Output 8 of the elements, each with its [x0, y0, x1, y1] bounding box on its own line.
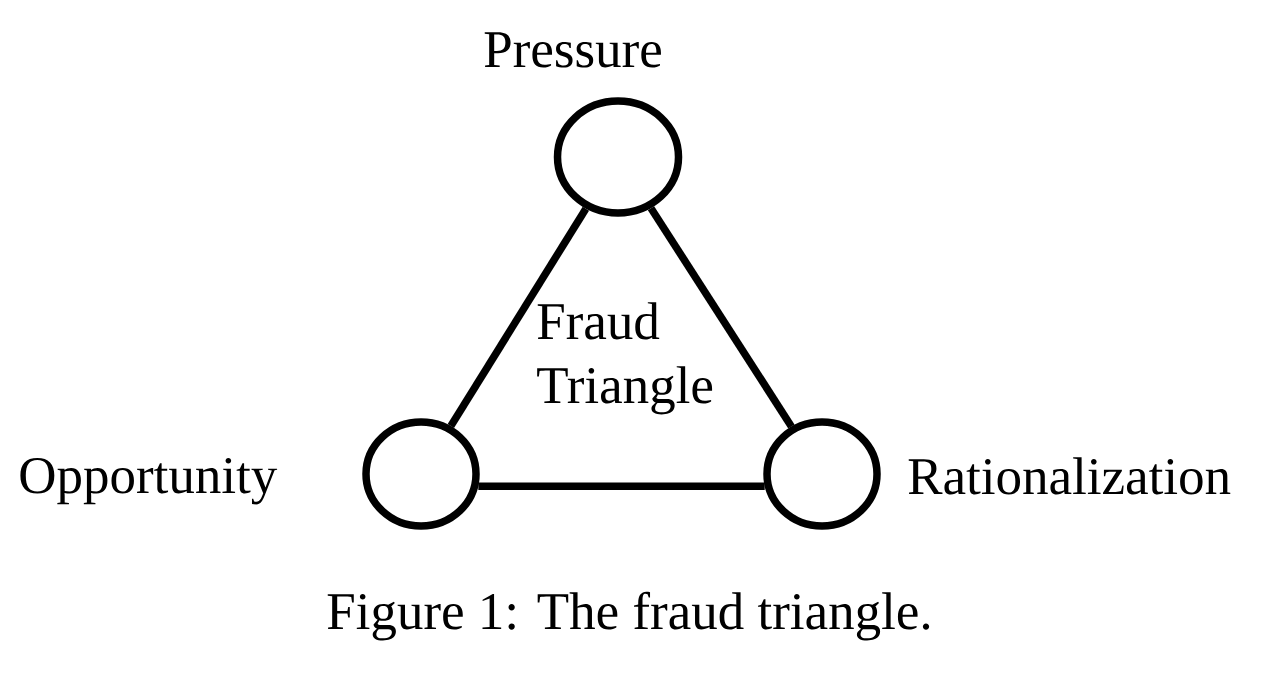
connector-line — [447, 206, 590, 428]
center-label: Fraud Triangle — [537, 302, 713, 415]
connector-line — [647, 206, 795, 429]
connector-line — [478, 482, 765, 490]
figure-caption: Figure 1: The fraud triangle. — [327, 591, 930, 641]
node-label: Pressure — [484, 32, 661, 68]
node-label: Opportunity — [20, 457, 278, 505]
node-label: Rationalization — [908, 457, 1231, 495]
